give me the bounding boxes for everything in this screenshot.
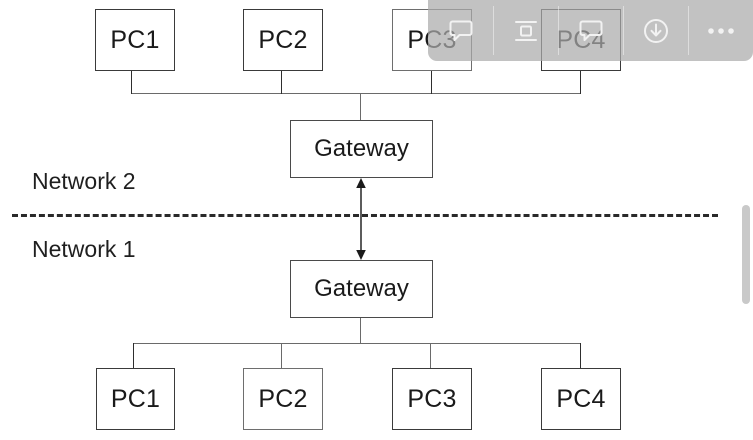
bottom-drop-pc2 xyxy=(281,343,282,369)
scrollbar-track[interactable] xyxy=(739,0,753,440)
comment-bubble-icon xyxy=(447,17,475,45)
comment-bubble-icon xyxy=(577,17,605,45)
top-drop-pc3 xyxy=(431,71,432,94)
node-bottom-pc3[interactable]: PC3 xyxy=(392,368,472,430)
bottom-drop-pc4 xyxy=(580,343,581,369)
network-label-2: Network 2 xyxy=(32,168,136,194)
bottom-bus-line xyxy=(133,343,580,344)
fit-page-icon xyxy=(512,17,540,45)
network-boundary-divider xyxy=(12,214,718,217)
more-options-button[interactable] xyxy=(688,0,753,61)
node-label: PC4 xyxy=(556,384,606,413)
comment-button[interactable] xyxy=(428,0,493,61)
fit-page-button[interactable] xyxy=(493,0,558,61)
bottom-drop-pc1 xyxy=(133,343,134,369)
bottom-drop-pc3 xyxy=(430,343,431,369)
gateway-label: Gateway xyxy=(314,275,409,302)
comment-button-2[interactable] xyxy=(558,0,623,61)
node-top-pc1[interactable]: PC1 xyxy=(95,9,175,71)
gateway-label: Gateway xyxy=(314,135,409,162)
node-label: PC2 xyxy=(258,25,308,54)
download-button[interactable] xyxy=(623,0,688,61)
floating-toolbar xyxy=(428,0,753,61)
top-bus-line xyxy=(131,93,580,94)
node-label: PC1 xyxy=(110,25,160,54)
node-bottom-pc4[interactable]: PC4 xyxy=(541,368,621,430)
node-label: PC1 xyxy=(110,384,161,413)
scrollbar-thumb[interactable] xyxy=(742,205,750,304)
node-bottom-pc2[interactable]: PC2 xyxy=(243,368,323,430)
node-label: PC2 xyxy=(258,384,308,413)
more-options-icon xyxy=(706,26,736,36)
gateway-top[interactable]: Gateway xyxy=(290,120,433,178)
top-drop-pc1 xyxy=(131,71,132,94)
bottom-gateway-stem xyxy=(360,318,361,344)
node-top-pc2[interactable]: PC2 xyxy=(243,9,323,71)
download-circle-icon xyxy=(641,16,671,46)
network-label-1: Network 1 xyxy=(32,236,136,262)
top-drop-pc4 xyxy=(580,71,581,94)
gateway-link-arrow xyxy=(356,178,366,260)
node-bottom-pc1[interactable]: PC1 xyxy=(96,368,175,430)
top-gateway-stem xyxy=(360,93,361,120)
gateway-bottom[interactable]: Gateway xyxy=(290,260,433,318)
top-drop-pc2 xyxy=(281,71,282,94)
node-label: PC3 xyxy=(407,384,457,413)
